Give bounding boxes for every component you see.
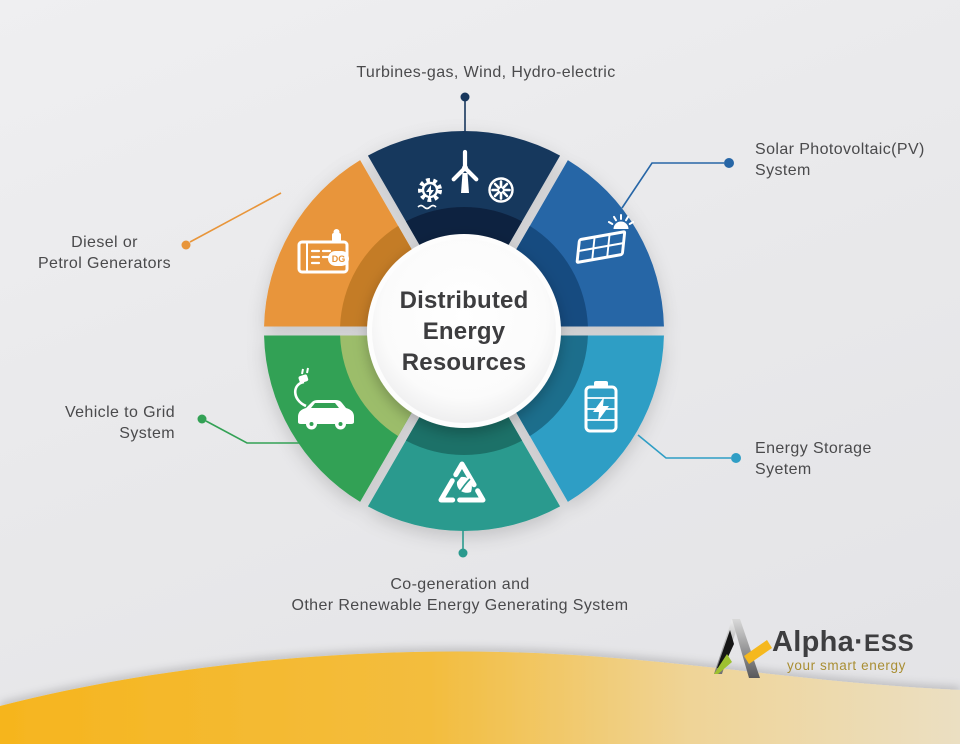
label-cogen-line1: Co-generation and [390, 576, 530, 593]
connector-vehicle [197, 414, 305, 444]
alphaess-logo-mark [714, 619, 772, 678]
label-turbines-text: Turbines-gas, Wind, Hydro-electric [356, 64, 616, 81]
brand-ess: ESS [864, 630, 915, 657]
label-storage-line2: Syetem [755, 461, 812, 478]
logo-mark-black-wedge [717, 630, 734, 668]
label-vehicle-line1: Vehicle to Grid [64, 404, 175, 421]
logo-mark-lime-wedge [714, 654, 732, 674]
label-storage: Energy Storage Syetem [755, 438, 872, 480]
segment-vehicle-inner-band [340, 335, 414, 437]
generator-dg-label: DG [332, 254, 346, 264]
label-cogen-line2: Other Renewable Energy Generating System [291, 597, 629, 614]
solar-panel-icon [575, 214, 635, 264]
label-vehicle-line2: System [119, 425, 175, 442]
connector-storage [637, 434, 741, 463]
wave-band [0, 651, 960, 744]
turbine-gear-fan-icon [417, 149, 514, 210]
battery-icon [584, 381, 618, 433]
segment-cogen-inner-band [405, 413, 523, 456]
center-title: Distributed Energy Resources [364, 285, 564, 378]
logo-mark-yellow-wedge [744, 640, 772, 664]
segment-solar-inner-band [514, 225, 588, 327]
brand-name: Alpha·ESS [772, 626, 914, 659]
label-solar: Solar Photovoltaic(PV) System [755, 139, 925, 181]
label-cogen: Co-generation and Other Renewable Energy… [180, 574, 740, 616]
center-title-line3: Resources [401, 349, 527, 376]
segment-diesel-inner-band [340, 225, 414, 327]
generator-icon: DG [297, 229, 349, 274]
recycle-leaf-icon [438, 461, 486, 503]
connector-solar [621, 158, 734, 209]
connector-cogen [458, 526, 468, 558]
brand-alpha: Alpha [772, 626, 855, 658]
label-solar-line1: Solar Photovoltaic(PV) [755, 141, 925, 158]
logo: Alpha·ESS your smart energy [698, 604, 914, 696]
center-title-line1: Distributed [399, 287, 529, 314]
segment-storage-inner-band [514, 335, 588, 437]
label-diesel: Diesel or Petrol Generators [32, 232, 177, 274]
label-turbines: Turbines-gas, Wind, Hydro-electric [291, 62, 681, 83]
bottom-wave [0, 651, 960, 744]
label-diesel-line1: Diesel or [71, 234, 138, 251]
label-solar-line2: System [755, 162, 811, 179]
label-storage-line1: Energy Storage [755, 440, 872, 457]
label-vehicle: Vehicle to Grid System [35, 402, 175, 444]
segment-turbines-inner-band [405, 206, 523, 249]
brand-dot: · [854, 626, 865, 658]
brand-tagline: your smart energy [787, 658, 906, 673]
center-title-line2: Energy [422, 318, 506, 345]
connector-turbines [460, 92, 470, 134]
ev-car-icon [293, 367, 354, 430]
center-circle-face [372, 239, 556, 423]
connector-diesel [181, 192, 282, 250]
logo-mark-right-leg [732, 619, 760, 678]
label-diesel-line2: Petrol Generators [37, 255, 172, 272]
